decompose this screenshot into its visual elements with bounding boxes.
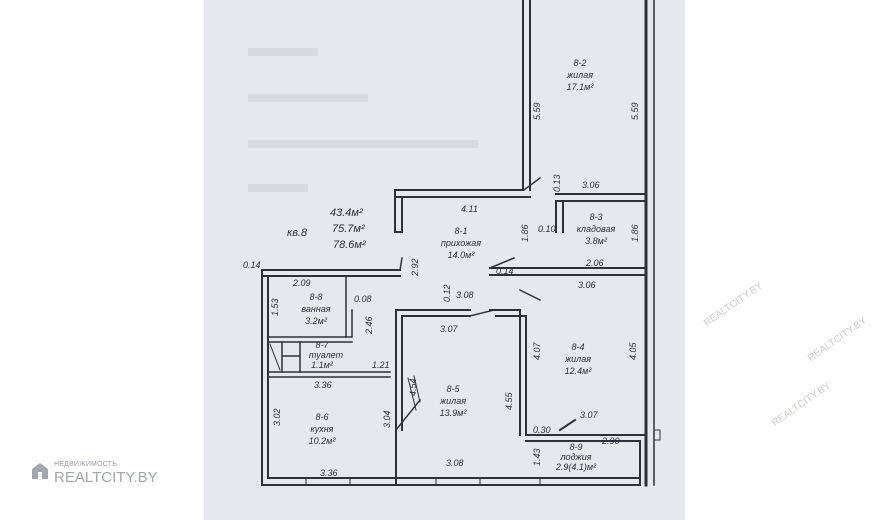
dim-label: 3.07: [580, 410, 599, 420]
wall-wc-detail: [281, 341, 301, 373]
dim-label: 1.86: [520, 224, 530, 242]
room-code: 8-3: [589, 212, 602, 222]
door-8-6: [407, 375, 421, 411]
dim-label: 1.86: [630, 224, 640, 242]
room-name: жилая: [566, 70, 593, 80]
dim-label: 2.06: [585, 258, 604, 268]
dim-label: 1.53: [270, 298, 280, 316]
door-loggia: [558, 418, 577, 432]
room-8-7: 8-7 туалет 1.1м²: [309, 340, 344, 370]
dim-label: 0.10: [538, 224, 556, 234]
dim-label: 2.92: [410, 258, 420, 277]
room-code: 8-8: [309, 292, 322, 302]
wall-bath-right: [345, 275, 353, 338]
room-area: 13.9м²: [440, 408, 468, 418]
room-8-8: 8-8 ванная 3.2м²: [301, 292, 330, 326]
room-code: 8-9: [569, 442, 582, 452]
floor-plan-sheet: [204, 0, 685, 520]
watermark-subtitle: НЕДВИЖИМОСТЬ: [54, 461, 118, 468]
room-code: 8-4: [571, 342, 584, 352]
dim-label: 0.14: [496, 266, 514, 276]
room-code: 8-6: [315, 412, 328, 422]
room-area: 12.4м²: [565, 366, 593, 376]
room-8-9: 8-9 лоджия 2.9(4.1)м²: [555, 442, 597, 472]
apartment-area-total-loggia: 78.6м²: [333, 239, 366, 251]
room-code: 8-1: [454, 226, 467, 236]
dim-label: 3.08: [446, 458, 464, 468]
wall-balcony-mark: [653, 429, 661, 441]
dim-label: 2.46: [364, 316, 374, 335]
dim-label: 4.54: [408, 378, 418, 396]
room-area: 3.8м²: [585, 236, 608, 246]
dim-label: 5.59: [532, 102, 542, 120]
room-name: жилая: [564, 354, 591, 364]
dim-label: 4.11: [461, 204, 478, 214]
room-name: жилая: [439, 396, 466, 406]
dim-label: 0.14: [243, 260, 261, 270]
dim-label: 3.36: [314, 380, 332, 390]
room-name: туалет: [309, 350, 344, 360]
apartment-area-total: 75.7м²: [332, 223, 365, 235]
dim-label: 2.09: [292, 278, 311, 288]
dim-label: 3.07: [440, 324, 459, 334]
room-8-6: 8-6 кухня 10.2м²: [309, 412, 337, 446]
wall-8-5-right: [489, 309, 521, 436]
dim-label: 1.21: [372, 360, 390, 370]
dim-label: 3.04: [382, 410, 392, 428]
room-name: прихожая: [441, 238, 481, 248]
room-8-1: 8-1 прихожая 14.0м²: [441, 226, 481, 260]
door-8-5: [469, 309, 495, 317]
room-area: 10.2м²: [309, 436, 337, 446]
room-area: 1.1м²: [311, 360, 334, 370]
wall-hall-stub: [394, 189, 403, 233]
dimensions: 5.59 5.59 0.13 3.06 4.11 1.86 0.10 1.86 …: [243, 102, 640, 478]
dim-label: 0.12: [442, 284, 452, 302]
room-code: 8-2: [573, 58, 586, 68]
dim-label: 1.43: [532, 448, 542, 466]
room-name: кладовая: [577, 224, 616, 234]
walls: [261, 0, 661, 487]
apartment-number: кв.8: [287, 227, 308, 239]
realtcity-logo-icon: [32, 463, 48, 479]
dim-label: 4.55: [504, 391, 514, 410]
room-name: ванная: [301, 304, 330, 314]
door-8-5-left: [394, 398, 422, 432]
room-area: 17.1м²: [567, 82, 595, 92]
room-name: кухня: [310, 424, 333, 434]
watermark-brand: REALTCITY.BY: [54, 469, 158, 486]
dim-label: 3.06: [578, 280, 596, 290]
room-code: 8-5: [446, 384, 460, 394]
apartment-area-living: 43.4м²: [330, 207, 363, 219]
room-area: 2.9(4.1)м²: [555, 462, 597, 472]
windows-bottom: [305, 477, 541, 486]
room-8-4: 8-4 жилая 12.4м²: [564, 342, 592, 376]
dim-label: 4.07: [532, 341, 542, 360]
dim-label: 2.90: [601, 436, 620, 446]
dim-label: 0.13: [552, 174, 562, 192]
room-area: 14.0м²: [448, 250, 476, 260]
room-name: лоджия: [559, 452, 591, 462]
dim-label: 3.08: [456, 290, 474, 300]
wc-hatch: [269, 343, 281, 371]
dim-label: 0.08: [354, 294, 372, 304]
dim-label: 3.02: [272, 408, 282, 426]
room-8-5: 8-5 жилая 13.9м²: [439, 384, 467, 418]
dim-label: 5.59: [630, 102, 640, 120]
dim-label: 4.05: [628, 341, 638, 360]
room-8-2: 8-2 жилая 17.1м²: [566, 58, 594, 92]
door-marks: [399, 176, 542, 302]
dim-label: 3.06: [582, 180, 600, 190]
dim-label: 3.36: [320, 468, 338, 478]
background-ghost-text: [248, 48, 478, 192]
room-code: 8-7: [315, 340, 329, 350]
room-8-3: 8-3 кладовая 3.8м²: [577, 212, 616, 246]
room-area: 3.2м²: [305, 316, 328, 326]
dim-label: 0.30: [533, 425, 551, 435]
